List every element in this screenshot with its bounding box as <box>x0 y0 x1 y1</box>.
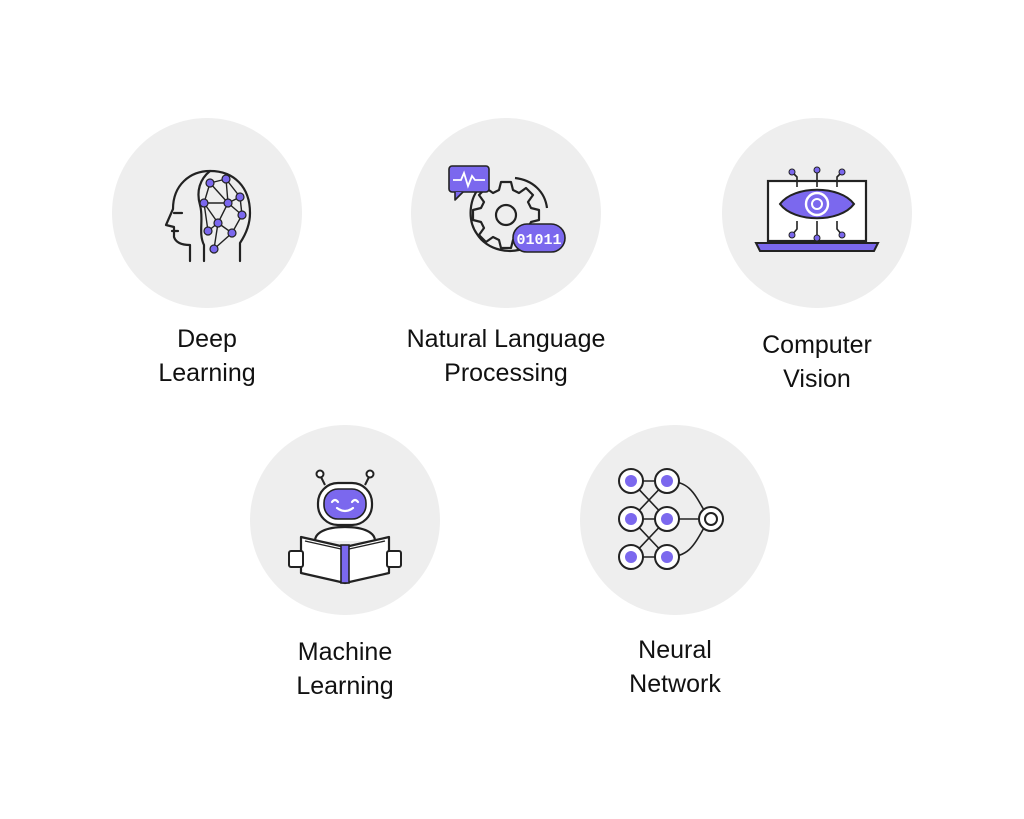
head-network-icon <box>164 169 252 263</box>
label-line-2: Network <box>629 670 721 698</box>
item-label: Neural Network <box>545 633 805 701</box>
binary-text: 01011 <box>516 232 561 249</box>
label-line-1: Natural Language <box>406 325 606 353</box>
icon-circle <box>722 118 912 308</box>
label-line-2: Processing <box>444 359 568 387</box>
icon-circle <box>580 425 770 615</box>
robot-book-icon <box>288 469 402 585</box>
label-line-2: Learning <box>296 672 394 700</box>
laptop-eye-icon <box>754 166 880 252</box>
neural-network-icon <box>618 468 724 570</box>
label-line-1: Machine <box>297 638 393 666</box>
label-line-2: Learning <box>158 359 256 387</box>
card-natural-language-processing: 01011 Natural Language Processing <box>376 118 636 390</box>
card-machine-learning: Machine Learning <box>215 425 475 703</box>
card-neural-network: Neural Network <box>545 425 805 701</box>
icon-circle <box>250 425 440 615</box>
label-line-1: Neural <box>638 636 712 664</box>
label-line-1: Computer <box>762 331 872 359</box>
icon-circle <box>112 118 302 308</box>
item-label: Machine Learning <box>215 635 475 703</box>
card-computer-vision: Computer Vision <box>687 118 947 396</box>
label-line-2: Vision <box>783 365 851 393</box>
item-label: Deep Learning <box>77 322 337 390</box>
item-label: Computer Vision <box>687 328 947 396</box>
gear-chat-icon: 01011 <box>448 165 566 253</box>
icon-circle: 01011 <box>411 118 601 308</box>
item-label: Natural Language Processing <box>376 322 636 390</box>
card-deep-learning: Deep Learning <box>77 118 337 390</box>
label-line-1: Deep <box>177 325 237 353</box>
